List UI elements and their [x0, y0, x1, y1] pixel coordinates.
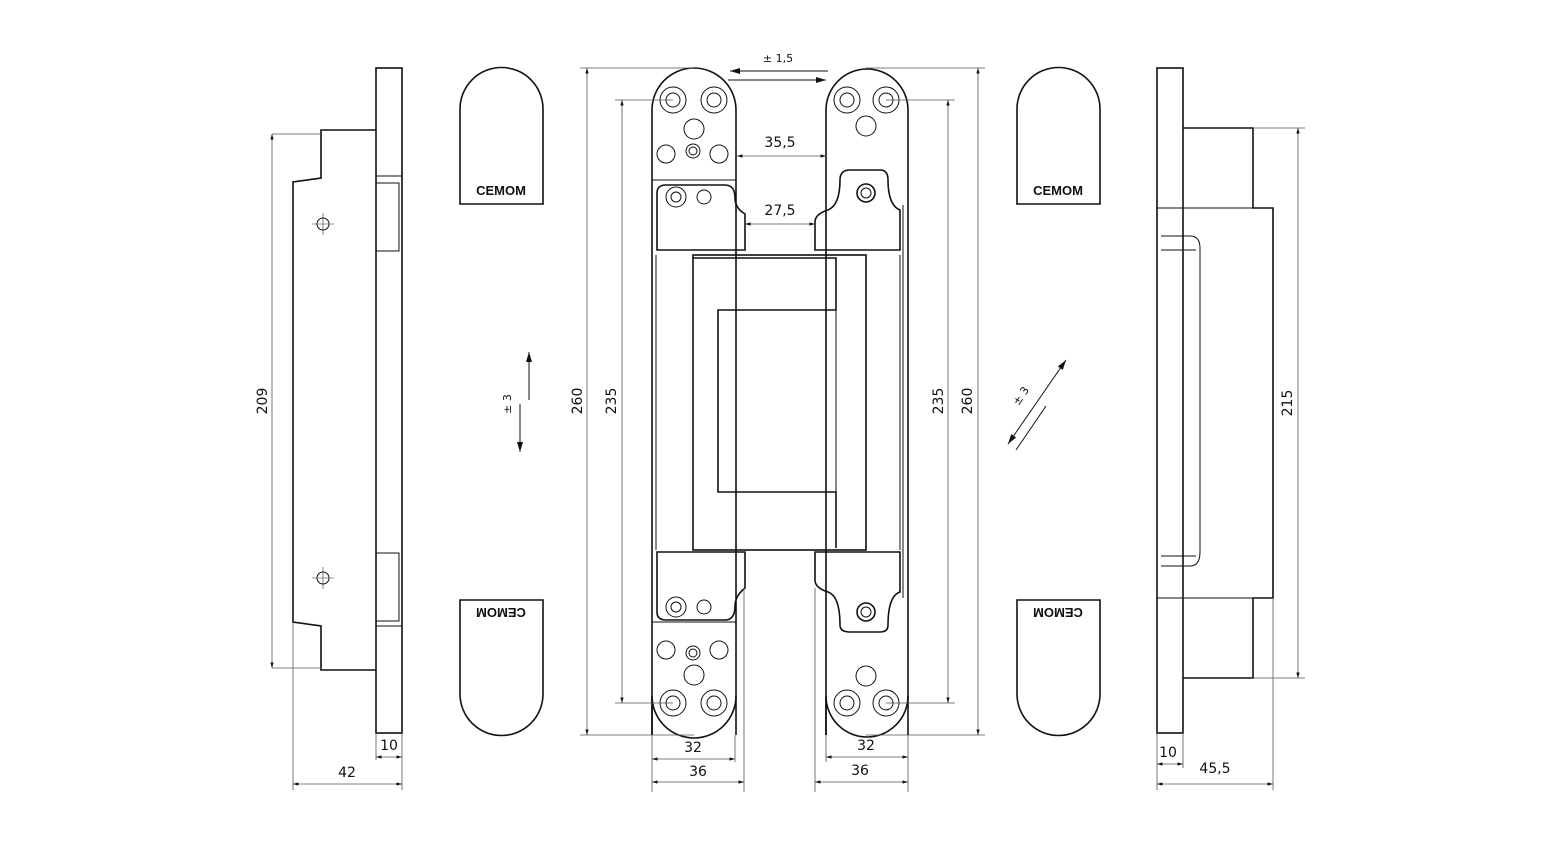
dim-42: 42	[338, 765, 356, 781]
screw-hole-icon	[656, 86, 900, 717]
left-side-profile: 209 10 42	[255, 67, 403, 790]
dim-36-left: 36	[689, 764, 707, 780]
cover-cap-top-right: CEMOM	[1016, 66, 1101, 205]
dim-10-right: 10	[1159, 745, 1177, 761]
svg-text:± 3: ± 3	[1010, 384, 1032, 408]
dim-36-right: 36	[851, 763, 869, 779]
dim-10-left: 10	[380, 738, 398, 754]
right-side-profile: 215 10 45,5	[1156, 67, 1305, 790]
cover-cap-top-left: CEMOM	[459, 66, 544, 205]
cover-cap-bottom-left: CEMOM	[459, 599, 544, 737]
dim-32-right: 32	[857, 738, 875, 754]
cover-cap-bottom-right: CEMOM	[1016, 599, 1101, 737]
dim-35-5: 35,5	[764, 135, 795, 151]
dim-215: 215	[1280, 390, 1296, 417]
dim-32-left: 32	[684, 740, 702, 756]
hinge-front-view: ± 1,5 35,5 27,5 260 235 235 260 32 36 32	[570, 52, 985, 792]
dim-45-5: 45,5	[1199, 761, 1230, 777]
depth-adjust-arrow: ± 3	[1007, 359, 1067, 451]
cemom-logo: CEMOM	[1033, 605, 1083, 620]
vertical-adjust-arrow: ± 3	[501, 352, 532, 452]
dim-260-left: 260	[570, 388, 586, 415]
dim-235-right: 235	[931, 388, 947, 415]
mounting-hole-icon	[312, 567, 334, 589]
dim-209: 209	[255, 388, 271, 415]
dim-lateral-adjust: ± 1,5	[763, 52, 793, 65]
cemom-logo: CEMOM	[476, 605, 526, 620]
cemom-logo: CEMOM	[476, 183, 526, 198]
mounting-hole-icon	[312, 213, 334, 235]
dim-260-right: 260	[960, 388, 976, 415]
dim-235-left: 235	[604, 388, 620, 415]
dim-27-5: 27,5	[764, 203, 795, 219]
svg-text:± 3: ± 3	[501, 394, 514, 414]
cemom-logo: CEMOM	[1033, 183, 1083, 198]
